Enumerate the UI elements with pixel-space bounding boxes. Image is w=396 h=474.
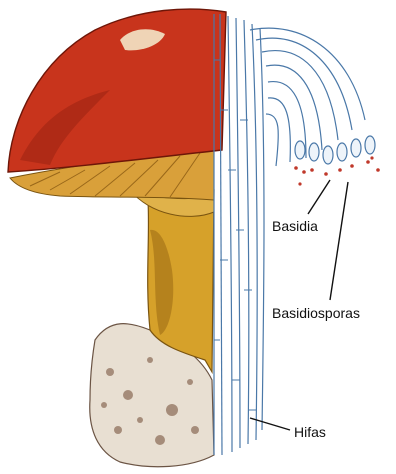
hypha-arch xyxy=(266,65,322,150)
hyphae-section xyxy=(214,14,375,455)
hypha-arch xyxy=(266,114,278,166)
hypha-arch xyxy=(268,98,290,162)
basidiospores xyxy=(294,156,380,185)
label-basidia: Basidia xyxy=(272,218,318,234)
label-hifas: Hifas xyxy=(294,424,326,440)
hypha-arch xyxy=(256,38,352,130)
hypha-arch xyxy=(262,51,338,140)
hypha-arch xyxy=(250,28,365,120)
hypha-strand xyxy=(244,20,249,444)
hypha-strand xyxy=(236,18,240,448)
hypha-strand xyxy=(228,16,232,452)
mushroom-illustration xyxy=(8,9,226,467)
basidia-row xyxy=(295,136,375,164)
hypha-strand xyxy=(260,28,264,430)
leader-basidiosporas xyxy=(330,182,348,300)
label-basidiosporas: Basidiosporas xyxy=(272,305,360,321)
hypha-strand xyxy=(252,24,257,440)
leader-basidia xyxy=(308,180,330,214)
